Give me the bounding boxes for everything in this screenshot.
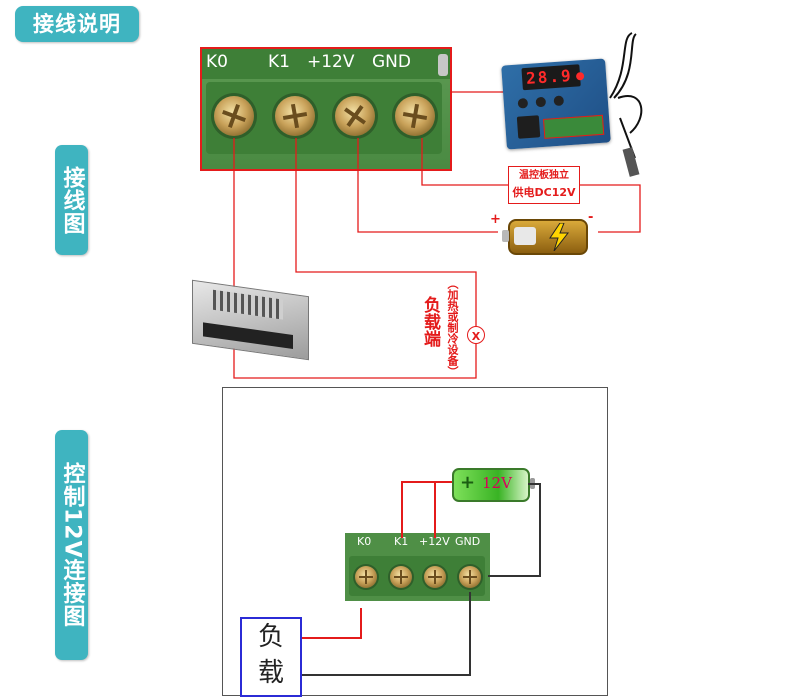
terminal-screw-k0 <box>214 96 254 136</box>
small-screw-gnd <box>459 566 481 588</box>
load-end-label: 负载端 <box>420 296 440 347</box>
small-terminal-label-12v: +12V <box>419 535 450 548</box>
terminal-screw-k1 <box>275 96 315 136</box>
small-screw-12v <box>424 566 446 588</box>
relay-icon <box>516 115 541 139</box>
battery-12v-label: 12V <box>482 474 512 492</box>
wiring-diagram-badge: 接线图 <box>55 145 88 255</box>
small-terminal-label-gnd: GND <box>455 535 481 548</box>
bottom-wiring <box>302 481 541 676</box>
wiring-instructions-badge: 接线说明 <box>15 6 139 42</box>
terminal-screw-12v <box>335 96 375 136</box>
control-12v-badge: 控制12V连接图 <box>55 430 88 660</box>
temperature-display: 28.9 <box>525 65 574 88</box>
terminal-screw-gnd <box>395 96 435 136</box>
top-wiring <box>233 91 641 379</box>
heating-cooling-note: （加热或制冷设备） <box>446 278 459 377</box>
battery-plus-icon: + <box>460 472 476 493</box>
small-terminal-label-k0: K0 <box>357 535 372 548</box>
small-screw-k1 <box>390 566 412 588</box>
load-box-char-2: 载 <box>257 658 284 688</box>
temperature-probe-icon <box>609 32 643 177</box>
button-icon <box>517 97 529 109</box>
board-power-line2: 供电DC12V <box>512 186 576 199</box>
button-icon <box>535 96 547 108</box>
battery-icon <box>502 219 588 255</box>
battery-plus-sign: + <box>490 212 501 227</box>
terminal-label-12v: +12V <box>307 52 355 72</box>
battery-12v-icon: + 12V <box>452 468 535 502</box>
load-box-char-1: 负 <box>257 622 284 652</box>
terminal-label-k1: K1 <box>268 52 290 72</box>
small-screw-k0 <box>355 566 377 588</box>
board-power-note: 温控板独立 供电DC12V <box>508 166 580 204</box>
led-icon <box>575 71 585 81</box>
button-icon <box>553 95 565 107</box>
small-terminal-label-k1: K1 <box>394 535 409 548</box>
terminal-label-gnd: GND <box>372 52 411 72</box>
battery-minus-sign: - <box>588 210 594 225</box>
disconnect-x-icon: X <box>467 326 485 344</box>
load-box: 负 载 <box>240 617 302 697</box>
terminal-label-k0: K0 <box>206 52 228 72</box>
board-power-line1: 温控板独立 <box>519 170 569 181</box>
